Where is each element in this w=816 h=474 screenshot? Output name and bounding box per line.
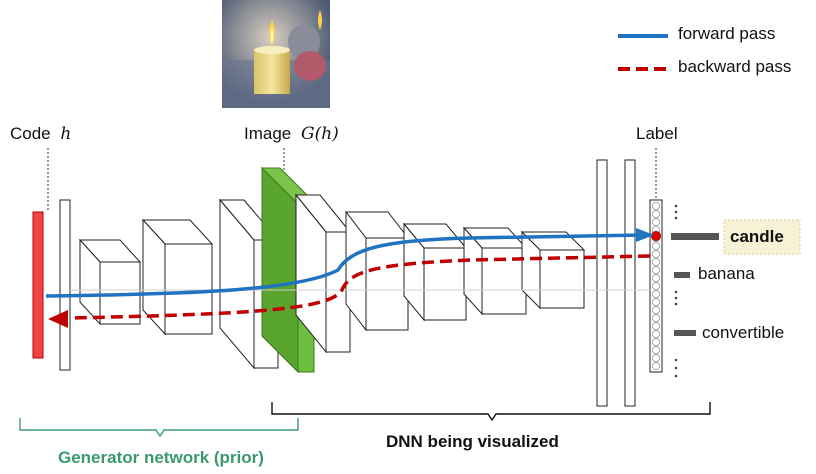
dnn-brace bbox=[271, 402, 711, 422]
dnn-conv-block-1 bbox=[294, 193, 352, 354]
dnn-conv-block-4 bbox=[462, 226, 528, 316]
output-neuron bbox=[652, 345, 661, 354]
forward-pass-path bbox=[45, 233, 641, 298]
output-neuron bbox=[652, 273, 661, 282]
output-neuron bbox=[652, 217, 661, 226]
banana-score-bar bbox=[674, 272, 690, 278]
generator-conv-block-2 bbox=[141, 218, 214, 336]
output-neuron bbox=[652, 313, 661, 322]
candle-neuron-highlight bbox=[651, 231, 661, 241]
image-label-expr: G(h) bbox=[300, 124, 339, 144]
code-label-prefix: Code bbox=[10, 124, 51, 143]
output-ellipsis bbox=[674, 204, 678, 378]
generator-caption: Generator network (prior) bbox=[58, 448, 264, 467]
image-label: Image G(h) bbox=[244, 124, 339, 144]
code-vector-h bbox=[32, 211, 44, 359]
output-neuron bbox=[652, 329, 661, 338]
code-label: Code h bbox=[10, 124, 71, 144]
output-neuron bbox=[652, 209, 661, 218]
code-label-var: h bbox=[60, 124, 72, 144]
output-neuron bbox=[652, 249, 661, 258]
generator-brace bbox=[19, 418, 299, 438]
output-neuron bbox=[652, 321, 661, 330]
class-label-candle: candle bbox=[730, 227, 784, 246]
legend-backward-label: backward pass bbox=[678, 57, 792, 76]
label-title: Label bbox=[636, 124, 678, 143]
generator-fc-layer bbox=[59, 199, 71, 371]
generated-image-thumbnail bbox=[222, 0, 330, 108]
output-neuron bbox=[652, 337, 661, 346]
backward-pass-arrowhead bbox=[48, 310, 68, 328]
dnn-conv-block-5 bbox=[520, 230, 586, 310]
image-label-prefix: Image bbox=[244, 124, 292, 143]
dnn-fc-layer-1 bbox=[596, 159, 608, 407]
legend-forward-label: forward pass bbox=[678, 24, 776, 43]
output-neuron bbox=[652, 289, 661, 298]
output-neuron bbox=[652, 265, 661, 274]
dnn-fc-layer-2 bbox=[624, 159, 636, 407]
output-neuron bbox=[652, 361, 661, 370]
output-neuron bbox=[652, 353, 661, 362]
output-neuron bbox=[652, 305, 661, 314]
generator-conv-block-1 bbox=[78, 238, 142, 326]
candle-image-icon bbox=[222, 0, 330, 108]
candle-highlight-box bbox=[723, 219, 801, 255]
output-neuron bbox=[652, 281, 661, 290]
output-neuron bbox=[652, 297, 661, 306]
class-label-convertible: convertible bbox=[702, 323, 785, 342]
output-neuron bbox=[652, 201, 661, 210]
convertible-score-bar bbox=[674, 330, 696, 336]
candle-score-bar bbox=[671, 233, 719, 240]
dnn-caption: DNN being visualized bbox=[386, 432, 559, 451]
forward-pass-arrowhead bbox=[636, 228, 654, 242]
class-label-banana: banana bbox=[698, 264, 755, 283]
output-neuron bbox=[652, 257, 661, 266]
dnn-conv-block-2 bbox=[344, 210, 410, 332]
output-neuron bbox=[652, 241, 661, 250]
output-neurons bbox=[652, 201, 661, 370]
